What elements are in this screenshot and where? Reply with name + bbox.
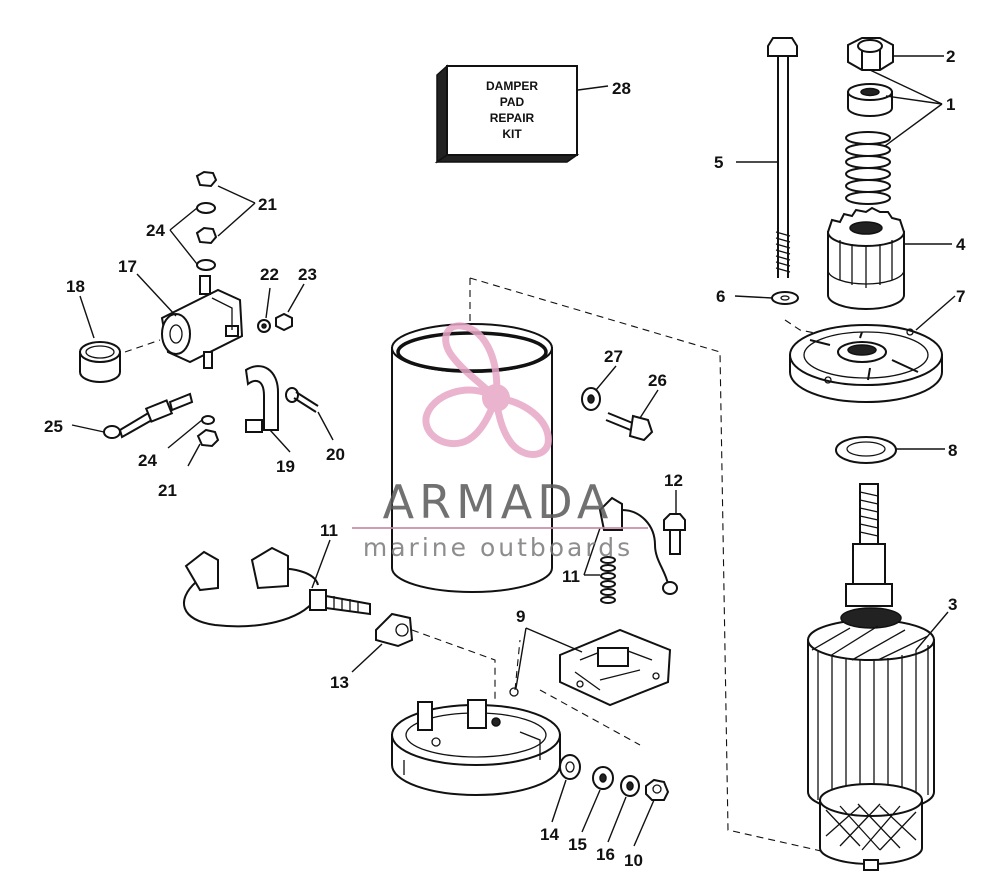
callout-labels: 1 2 3 4 5 6 7 8 9 10 11 11 12 13 14 15 1…: [44, 47, 966, 870]
kit-line-3: REPAIR: [490, 111, 535, 125]
kit-line-1: DAMPER: [486, 79, 538, 93]
pinion-drive-gear: [826, 206, 906, 310]
commutator-end-cap: [391, 687, 561, 796]
drive-end-cap: [789, 324, 943, 403]
callout-20: 20: [326, 445, 345, 464]
armature: [807, 483, 935, 871]
callout-1: 1: [946, 95, 955, 114]
callout-28: 28: [612, 79, 631, 98]
solenoid-boot: [79, 341, 121, 383]
solenoid-cable: [103, 392, 194, 439]
brush-set-left: [182, 546, 371, 628]
insulating-washer: [559, 754, 581, 780]
callout-leader-lines: [71, 55, 956, 847]
callout-18: 18: [66, 277, 85, 296]
callout-14: 14: [540, 825, 559, 844]
callout-24-bottom: 24: [138, 451, 157, 470]
terminal-insulator: [375, 612, 414, 648]
armada-watermark: ARMADA marine outboards: [352, 322, 648, 562]
lock-washer: [620, 775, 640, 797]
solenoid-bracket: [244, 365, 279, 433]
propeller-logo-icon: [422, 322, 552, 458]
brush-with-lead: [598, 496, 678, 595]
kit-line-4: KIT: [502, 127, 522, 141]
callout-9: 9: [516, 607, 525, 626]
small-hex-nut: [275, 312, 293, 332]
small-lock-washer: [257, 319, 271, 333]
callout-13: 13: [330, 673, 349, 692]
watermark-brand: ARMADA: [383, 475, 614, 529]
callout-26: 26: [648, 371, 667, 390]
bracket-screw: [285, 387, 319, 413]
callout-2: 2: [946, 47, 955, 66]
callout-25: 25: [44, 417, 63, 436]
callout-7: 7: [956, 287, 965, 306]
callout-6: 6: [716, 287, 725, 306]
damper-pad-repair-kit-box: DAMPER PAD REPAIR KIT: [434, 64, 580, 164]
thrust-washer: [835, 436, 897, 464]
top-terminal-nuts-washers: [195, 170, 218, 271]
callout-11-left: 11: [320, 521, 338, 540]
callout-3: 3: [948, 595, 957, 614]
drive-collar: [847, 83, 893, 117]
drive-nut: [847, 37, 894, 71]
brush-screw: [663, 513, 686, 555]
terminal-nut: [645, 778, 670, 801]
callout-11-right: 11: [562, 567, 580, 586]
callout-8: 8: [948, 441, 957, 460]
starter-solenoid: [160, 275, 244, 369]
callout-23: 23: [298, 265, 317, 284]
callout-24-top: 24: [146, 221, 165, 240]
callout-4: 4: [956, 235, 966, 254]
watermark-tagline: marine outboards: [363, 533, 633, 562]
callout-19: 19: [276, 457, 295, 476]
callout-21-top: 21: [258, 195, 277, 214]
callout-15: 15: [568, 835, 587, 854]
thru-bolt: [767, 37, 798, 278]
callout-21-bottom: 21: [158, 481, 177, 500]
brush-plate: [559, 628, 672, 707]
callout-12: 12: [664, 471, 683, 490]
callout-16: 16: [596, 845, 615, 864]
flat-washer: [592, 766, 614, 790]
callout-10: 10: [624, 851, 643, 870]
brush-spring: [600, 556, 616, 604]
callout-5: 5: [714, 153, 723, 172]
callout-17: 17: [118, 257, 137, 276]
terminal-washer: [581, 387, 601, 411]
terminal-screw: [605, 412, 654, 442]
thru-bolt-washer: [771, 291, 799, 305]
drive-spring: [845, 131, 891, 205]
kit-line-2: PAD: [500, 95, 525, 109]
callout-22: 22: [260, 265, 279, 284]
callout-27: 27: [604, 347, 623, 366]
